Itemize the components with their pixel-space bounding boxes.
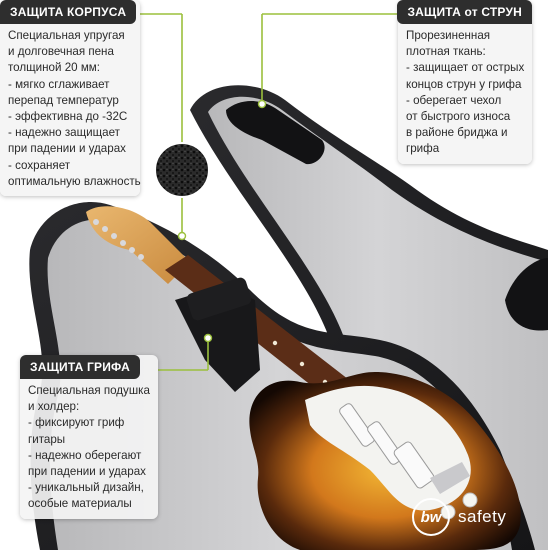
tuning-pegs bbox=[93, 219, 144, 260]
callout-title-body-protection: ЗАЩИТА КОРПУСА bbox=[0, 0, 137, 24]
guitar-bridge bbox=[430, 462, 470, 494]
callout-line: - фиксируют гриф bbox=[28, 416, 125, 430]
callout-line: Прорезиненная bbox=[406, 29, 491, 42]
callout-line: - надежно защищает bbox=[8, 126, 120, 140]
callout-line: плотная ткань: bbox=[406, 45, 486, 59]
brand-logo: bw safety bbox=[412, 497, 534, 537]
callout-line: оптимальную влажность bbox=[8, 174, 141, 188]
callout-line: - мягко сглаживает bbox=[8, 77, 110, 91]
rubber-patch-right bbox=[505, 258, 548, 331]
guitar-body bbox=[249, 372, 521, 550]
guitar-headstock bbox=[86, 206, 190, 284]
callout-text-body-protection: Специальная упругая и долговечная пена т… bbox=[0, 24, 141, 190]
callout-text-string-protection: Прорезиненная плотная ткань: - защищает … bbox=[398, 24, 532, 158]
callout-line: - эффективна до -32С bbox=[8, 110, 128, 124]
callout-line: при падении и ударах bbox=[28, 465, 146, 479]
guitar-pickups bbox=[339, 403, 435, 489]
callout-line: толщиной 20 мм: bbox=[8, 61, 100, 75]
callout-line: и долговечная пена bbox=[8, 45, 114, 59]
callout-body-protection: ЗАЩИТА КОРПУСА Специальная упругая и дол… bbox=[0, 0, 141, 197]
callout-dots bbox=[177, 99, 267, 343]
rubber-patch-top bbox=[226, 101, 325, 165]
callout-text-neck-protection: Специальная подушка и холдер: - фиксирую… bbox=[20, 379, 158, 513]
brand-logo-text: safety bbox=[458, 507, 507, 526]
callout-leader-lines bbox=[140, 13, 398, 371]
neck-holder-cushion bbox=[175, 277, 260, 392]
foam-sample-swatch bbox=[154, 142, 210, 198]
callout-line: гитары bbox=[28, 432, 66, 446]
callout-line: - уникальный дизайн, bbox=[28, 481, 144, 495]
callout-string-protection: ЗАЩИТА от СТРУН Прорезиненная плотная тк… bbox=[397, 0, 532, 164]
callout-line: грифа bbox=[406, 142, 440, 156]
callout-line: - надежно оберегают bbox=[28, 448, 142, 462]
callout-line: при падении и ударах bbox=[8, 142, 126, 156]
callout-line: Специальная упругая bbox=[8, 29, 125, 42]
brand-logo-mark: bw bbox=[412, 498, 450, 536]
callout-line: перепад температур bbox=[8, 93, 119, 107]
callout-neck-protection: ЗАЩИТА ГРИФА Специальная подушка и холде… bbox=[20, 355, 158, 519]
callout-line: особые материалы bbox=[28, 497, 132, 511]
callout-title-string-protection: ЗАЩИТА от СТРУН bbox=[397, 0, 532, 24]
callout-line: в районе бриджа и bbox=[406, 126, 508, 140]
callout-line: - оберегает чехол bbox=[406, 93, 502, 107]
callout-line: от быстрого износа bbox=[406, 110, 511, 124]
callout-line: - сохраняет bbox=[8, 158, 71, 172]
callout-line: Специальная подушка bbox=[28, 384, 150, 397]
callout-title-neck-protection: ЗАЩИТА ГРИФА bbox=[20, 355, 141, 379]
callout-line: - защищает от острых bbox=[406, 61, 525, 75]
callout-line: и холдер: bbox=[28, 400, 80, 414]
callout-line: концов струн у грифа bbox=[406, 77, 522, 91]
